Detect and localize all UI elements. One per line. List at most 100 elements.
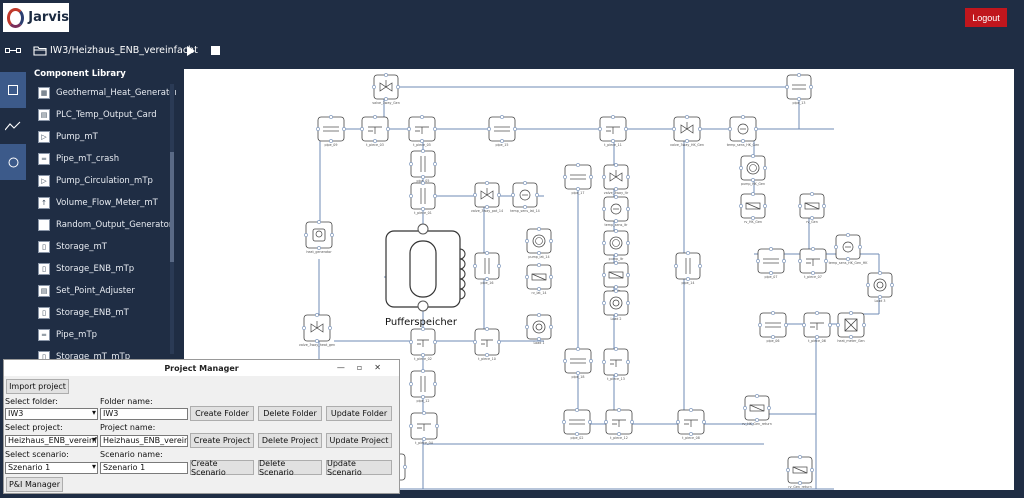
library-item[interactable]: ▯Storage_mT [30,236,176,258]
component-node[interactable]: valve_3way_pat_14 [471,181,503,213]
component-node[interactable]: t_piece_11 [598,115,628,147]
pump-icon: ▷ [38,175,50,187]
select-project-dropdown[interactable]: Heizhaus_ENB_vereinfacht [5,435,98,447]
maximize-icon[interactable]: ▫ [356,363,375,372]
component-node[interactable]: pipe_15 [487,115,517,147]
component-node[interactable]: valve_3way_Gen [372,73,400,105]
component-node[interactable]: pipe_07 [756,247,786,279]
minimize-icon[interactable]: — [336,363,357,372]
component-node[interactable]: pipe_18 [563,347,593,379]
component-node[interactable]: pipe_17 [563,163,593,195]
import-project-button[interactable]: Import project [6,379,69,394]
component-node[interactable]: t_piece_12 [604,408,634,440]
component-node[interactable]: heat_meter_Gen [836,311,866,343]
create-project-button[interactable]: Create Project [190,433,254,448]
chart-view-button[interactable] [0,108,26,144]
component-node[interactable]: temp_sens_HK_Gen [727,115,759,147]
component-node[interactable]: rv_Gen_return [786,455,814,489]
component-node[interactable]: pipe_09 [316,115,346,147]
library-scrollbar-thumb[interactable] [170,152,174,262]
component-node[interactable]: valve_3way_ltr [602,163,630,195]
library-item[interactable]: ▯Storage_ENB_mT [30,302,176,324]
component-node[interactable]: temp_sens_lat_14 [510,181,540,213]
component-node[interactable]: t_piece_03 [360,115,390,147]
component-node[interactable]: temp_sens_ltr [602,195,630,227]
component-node[interactable]: rv_lat_14 [525,263,553,295]
library-item[interactable]: ▤Set_Point_Adjuster [30,280,176,302]
update-folder-button[interactable]: Update Folder [326,406,392,421]
delete-scenario-button[interactable]: Delete Scenario [258,459,322,477]
component-node[interactable]: pipe_02 [562,408,592,440]
component-library-list[interactable]: ▦Geothermal_Heat_Generator_m ▤PLC_Temp_O… [30,82,176,372]
component-node[interactable]: t_piece_06 [802,311,832,343]
library-item[interactable]: ═Pipe_mTp [30,324,176,346]
component-node[interactable]: pipe_13 [785,73,813,105]
component-node[interactable]: t_piece_07 [798,247,828,279]
component-node[interactable]: Load 2 [602,289,630,321]
component-node[interactable]: t_piece_01 [409,181,437,215]
square-icon [8,85,18,95]
top-bar: Jarvis Logout [0,0,1024,35]
create-scenario-button[interactable]: Create Scenario [190,459,254,477]
component-label: Load 2 [610,317,621,321]
update-scenario-button[interactable]: Update Scenario [326,459,392,477]
component-node[interactable]: pipe_06 [758,311,788,343]
component-node[interactable]: rv_Gen [798,192,826,224]
library-item[interactable]: ▷Pump_mT [30,126,176,148]
component-node[interactable]: rv_HK_Gen_return [742,394,772,426]
logout-button[interactable]: Logout [965,8,1007,27]
window-controls[interactable]: —▫✕ [337,363,393,372]
update-project-button[interactable]: Update Project [326,433,392,448]
circle-view-button[interactable] [0,144,26,180]
component-node[interactable]: pump_ltr [602,229,630,261]
component-node[interactable]: rv_HK_Gen [739,192,767,224]
component-label: t_piece_04 [415,441,433,445]
delete-project-button[interactable]: Delete Project [258,433,322,448]
stop-icon[interactable] [211,46,220,55]
component-node[interactable]: Load 1 [525,313,553,345]
component-node[interactable]: pipe_16 [473,251,501,285]
component-view-button[interactable] [0,72,26,108]
component-node[interactable]: t_piece_05 [407,115,437,147]
component-node[interactable]: valve_3way_HK_Gen [670,115,704,147]
component-node[interactable]: pump_lat_14 [525,227,553,259]
component-node[interactable]: temp_sens_HK_Gen_HK [829,233,869,265]
folder-icon[interactable] [33,45,47,56]
component-node[interactable]: heat_generator [304,220,334,254]
folder-name-input[interactable]: IW3 [100,408,188,420]
component-node[interactable]: t_piece_10 [473,327,501,361]
library-item[interactable]: ↑Volume_Flow_Meter_mT [30,192,176,214]
scenario-name-input[interactable]: Szenario 1 [100,462,188,474]
select-scenario-dropdown[interactable]: Szenario 1 [5,462,98,474]
project-name-input[interactable]: Heizhaus_ENB_vereinfacht [100,435,188,447]
component-node[interactable]: Load 3 [866,271,894,303]
pufferspeicher-storage[interactable] [385,223,466,312]
library-item[interactable]: ═Pipe_mT_crash [30,148,176,170]
library-item[interactable]: ▯Storage_ENB_mTp [30,258,176,280]
library-item[interactable]: ▷Pump_Circulation_mTp [30,170,176,192]
component-node[interactable]: rv_ltr [602,261,630,293]
component-node[interactable]: t_piece_04 [409,411,439,445]
pi-manager-button[interactable]: P&I Manager [6,477,63,492]
create-folder-button[interactable]: Create Folder [190,406,254,421]
component-node[interactable]: t_piece_02 [409,327,437,361]
component-node[interactable]: pipe_12 [409,369,437,403]
component-node[interactable]: valve_3way_heat_gen [299,313,335,347]
library-item[interactable]: ▤PLC_Temp_Output_Card [30,104,176,126]
library-item[interactable]: Random_Output_Generator [30,214,176,236]
close-icon[interactable]: ✕ [374,363,393,372]
network-icon[interactable] [5,47,21,55]
component-label: t_piece_07 [804,275,822,279]
pipe-icon: ═ [38,329,50,341]
component-node[interactable]: pipe_05 [409,149,437,183]
component-node[interactable]: t_piece_08 [676,408,706,440]
component-node[interactable]: pump_HK_Gen [739,154,767,186]
component-node[interactable]: pipe_14 [674,251,702,285]
play-icon[interactable] [186,46,195,56]
library-item[interactable]: ▦Geothermal_Heat_Generator_m [30,82,176,104]
delete-folder-button[interactable]: Delete Folder [258,406,322,421]
select-folder-dropdown[interactable]: IW3 [5,408,98,420]
component-node[interactable]: t_piece_13 [602,347,630,381]
select-folder-label: Select folder: [5,397,58,406]
